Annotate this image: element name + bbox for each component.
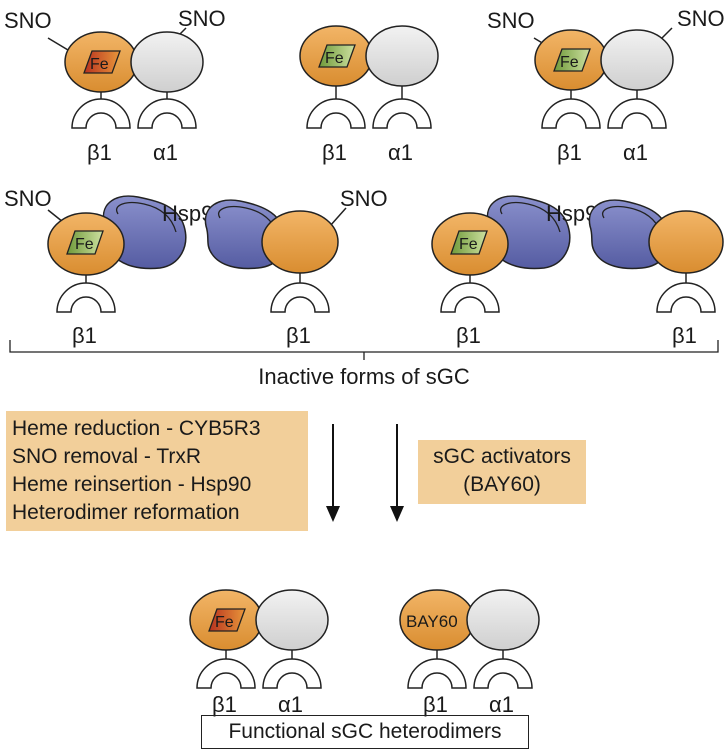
heme-reduced-icon bbox=[553, 48, 591, 72]
fe-label: Fe bbox=[75, 236, 94, 253]
activators-label: sGC activators bbox=[433, 445, 571, 468]
sno-label: SNO bbox=[677, 6, 725, 31]
beta1-subunit bbox=[648, 210, 724, 274]
beta1-domain-icon bbox=[306, 98, 366, 129]
sgc-activators-box: sGC activators (BAY60) bbox=[418, 440, 586, 504]
beta1-domain-icon bbox=[71, 98, 131, 129]
step-heterodimer-reformation: Heterodimer reformation bbox=[12, 501, 240, 524]
functional-heterodimers-caption: Functional sGC heterodimers bbox=[201, 715, 529, 749]
beta1-domain-icon bbox=[541, 98, 601, 129]
heme-reduced-icon bbox=[450, 230, 488, 255]
beta1-domain-icon bbox=[56, 282, 116, 313]
alpha1-subunit bbox=[365, 25, 439, 87]
beta1-domain-icon bbox=[196, 658, 256, 689]
beta1-label: β1 bbox=[87, 140, 112, 165]
heme-oxidized-icon bbox=[208, 608, 246, 632]
beta1-hsp90-complex-2: SNO β1 bbox=[204, 186, 388, 348]
alpha1-domain-icon bbox=[137, 98, 197, 129]
heme-reduced-icon bbox=[66, 230, 104, 255]
dimer-1: SNO SNO Fe β1 α1 bbox=[4, 6, 226, 165]
fe-label: Fe bbox=[215, 614, 234, 631]
beta1-label: β1 bbox=[557, 140, 582, 165]
alpha1-label: α1 bbox=[388, 140, 413, 165]
beta1-domain-icon bbox=[407, 658, 467, 689]
bay60-label: BAY60 bbox=[406, 612, 458, 631]
fe-label: Fe bbox=[560, 54, 579, 71]
functional-dimer-bay60: BAY60 β1 α1 bbox=[399, 589, 540, 717]
functional-dimer-fe: Fe β1 α1 bbox=[189, 589, 329, 717]
beta1-domain-icon bbox=[440, 282, 500, 313]
step-sno-removal: SNO removal - TrxR bbox=[12, 445, 202, 468]
alpha1-label: α1 bbox=[153, 140, 178, 165]
bay60-note: (BAY60) bbox=[463, 473, 541, 496]
beta1-label: β1 bbox=[286, 323, 311, 348]
alpha1-subunit bbox=[130, 31, 204, 93]
beta1-label: β1 bbox=[212, 692, 237, 717]
beta1-subunit bbox=[261, 210, 339, 274]
alpha1-label: α1 bbox=[489, 692, 514, 717]
arrow-left bbox=[326, 424, 340, 522]
beta1-hsp90-complex-4: β1 bbox=[588, 199, 724, 348]
dimer-3: SNO SNO Fe β1 α1 bbox=[487, 6, 725, 165]
beta1-label: β1 bbox=[423, 692, 448, 717]
sno-label: SNO bbox=[4, 186, 52, 211]
alpha1-label: α1 bbox=[278, 692, 303, 717]
beta1-label: β1 bbox=[322, 140, 347, 165]
inactive-forms-caption: Inactive forms of sGC bbox=[258, 364, 470, 389]
alpha1-subunit bbox=[600, 29, 674, 91]
alpha1-subunit bbox=[466, 589, 540, 651]
arrow-right bbox=[390, 424, 404, 522]
heme-reduced-icon bbox=[318, 44, 356, 68]
reactivation-steps-box: Heme reduction - CYB5R3 SNO removal - Tr… bbox=[6, 411, 308, 531]
beta1-label: β1 bbox=[456, 323, 481, 348]
alpha1-domain-icon bbox=[262, 658, 322, 689]
beta1-domain-icon bbox=[270, 282, 330, 313]
alpha1-domain-icon bbox=[372, 98, 432, 129]
fe-label: Fe bbox=[90, 56, 109, 73]
step-heme-reinsertion: Heme reinsertion - Hsp90 bbox=[12, 473, 252, 496]
sno-label: SNO bbox=[4, 8, 52, 33]
sno-label: SNO bbox=[487, 8, 535, 33]
step-heme-reduction: Heme reduction - CYB5R3 bbox=[12, 417, 261, 440]
beta1-domain-icon bbox=[656, 282, 716, 313]
alpha1-domain-icon bbox=[607, 98, 667, 129]
beta1-hsp90-complex-3: Fe β1 Hsp90 bbox=[431, 195, 610, 348]
inactive-bracket bbox=[9, 340, 719, 360]
beta1-label: β1 bbox=[672, 323, 697, 348]
alpha1-domain-icon bbox=[473, 658, 533, 689]
heme-oxidized-icon bbox=[83, 50, 121, 74]
beta1-label: β1 bbox=[72, 323, 97, 348]
fe-label: Fe bbox=[459, 236, 478, 253]
beta1-hsp90-complex-1: SNO Fe β1 Hsp90 bbox=[4, 186, 226, 348]
dimer-2: Fe β1 α1 bbox=[299, 25, 439, 165]
alpha1-subunit bbox=[255, 589, 329, 651]
sno-label: SNO bbox=[178, 6, 226, 31]
sno-label: SNO bbox=[340, 186, 388, 211]
fe-label: Fe bbox=[325, 50, 344, 67]
alpha1-label: α1 bbox=[623, 140, 648, 165]
